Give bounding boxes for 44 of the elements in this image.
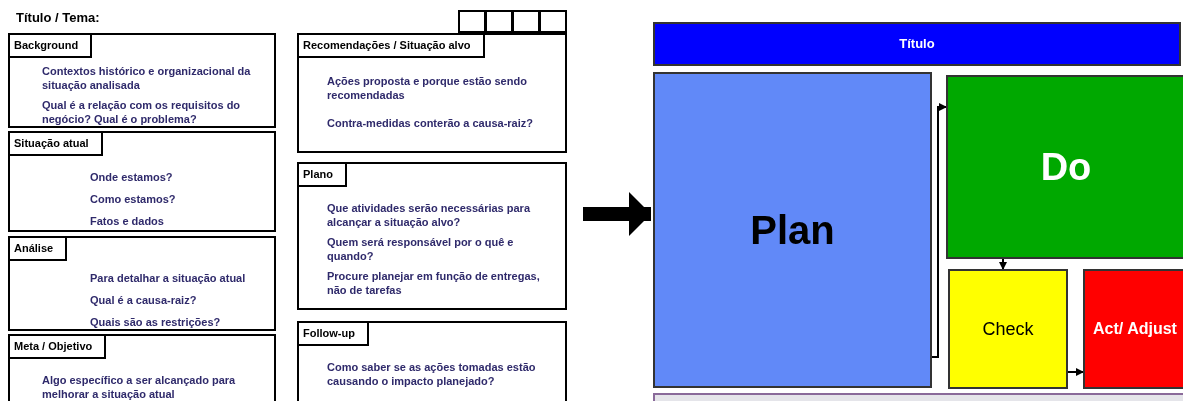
guide-question: Procure planejar em função de entregas, não de tarefas: [327, 268, 541, 297]
guide-question: Quais são as restrições?: [90, 314, 222, 329]
section-heading: Recomendações / Situação alvo: [299, 35, 485, 58]
form-section: [297, 162, 567, 310]
guide-question: Qual é a causa-raiz?: [90, 292, 198, 307]
arrow: [1067, 368, 1084, 376]
guide-question: Contra-medidas conterão a causa-raiz?: [327, 115, 534, 130]
form-section: [297, 321, 567, 401]
form-section: [8, 236, 276, 331]
check-box: [948, 269, 1068, 389]
guide-question: Onde estamos?: [90, 169, 174, 184]
section-heading: Plano: [299, 164, 347, 187]
form-section: [297, 33, 567, 153]
guide-question: Como saber se as ações tomadas estão causando o impacto planejado?: [327, 359, 537, 388]
do-box: [946, 75, 1183, 259]
section-heading: Background: [10, 35, 93, 58]
guide-question: Qual é a relação com os requisitos do negócio? Qual é o problema?: [42, 97, 242, 126]
section-heading: Follow-up: [299, 323, 369, 346]
section-heading: Análise: [10, 238, 68, 261]
form-section: [8, 33, 276, 128]
plan-box: [653, 72, 932, 388]
act-box: [1083, 269, 1183, 389]
form-section: [8, 334, 276, 401]
box-label: Act/ Adjust: [1092, 319, 1178, 339]
guide-question: Como estamos?: [90, 191, 177, 206]
guide-question: Ações proposta e porque estão sendo recomendadas: [327, 73, 528, 102]
box-label: Título: [898, 35, 936, 54]
section-heading: Situação atual: [10, 133, 103, 156]
guide-question: Contextos histórico e organizacional da situação analisada: [42, 63, 252, 92]
title-bar: [653, 22, 1181, 66]
arrow: [999, 258, 1007, 270]
form-section: [8, 131, 276, 232]
box-label: Check: [981, 317, 1035, 341]
box-label: Plan: [749, 207, 836, 254]
guide-question: Para detalhar a situação atual: [90, 270, 247, 285]
box-label: Do: [1039, 144, 1093, 190]
guide-question: Quem será responsável por o quê e quando?: [327, 234, 515, 263]
guide-question: Que atividades serão necessárias para alcançar a situação alvo?: [327, 200, 532, 229]
block-arrow: [583, 191, 651, 237]
guide-question: Algo específico a ser alcançado para melhorar a situação atual: [42, 372, 237, 401]
form-title: Título / Tema:: [16, 9, 100, 27]
section-heading: Meta / Objetivo: [10, 336, 107, 359]
arrow: [931, 103, 947, 358]
guide-question: Fatos e dados: [90, 213, 165, 228]
